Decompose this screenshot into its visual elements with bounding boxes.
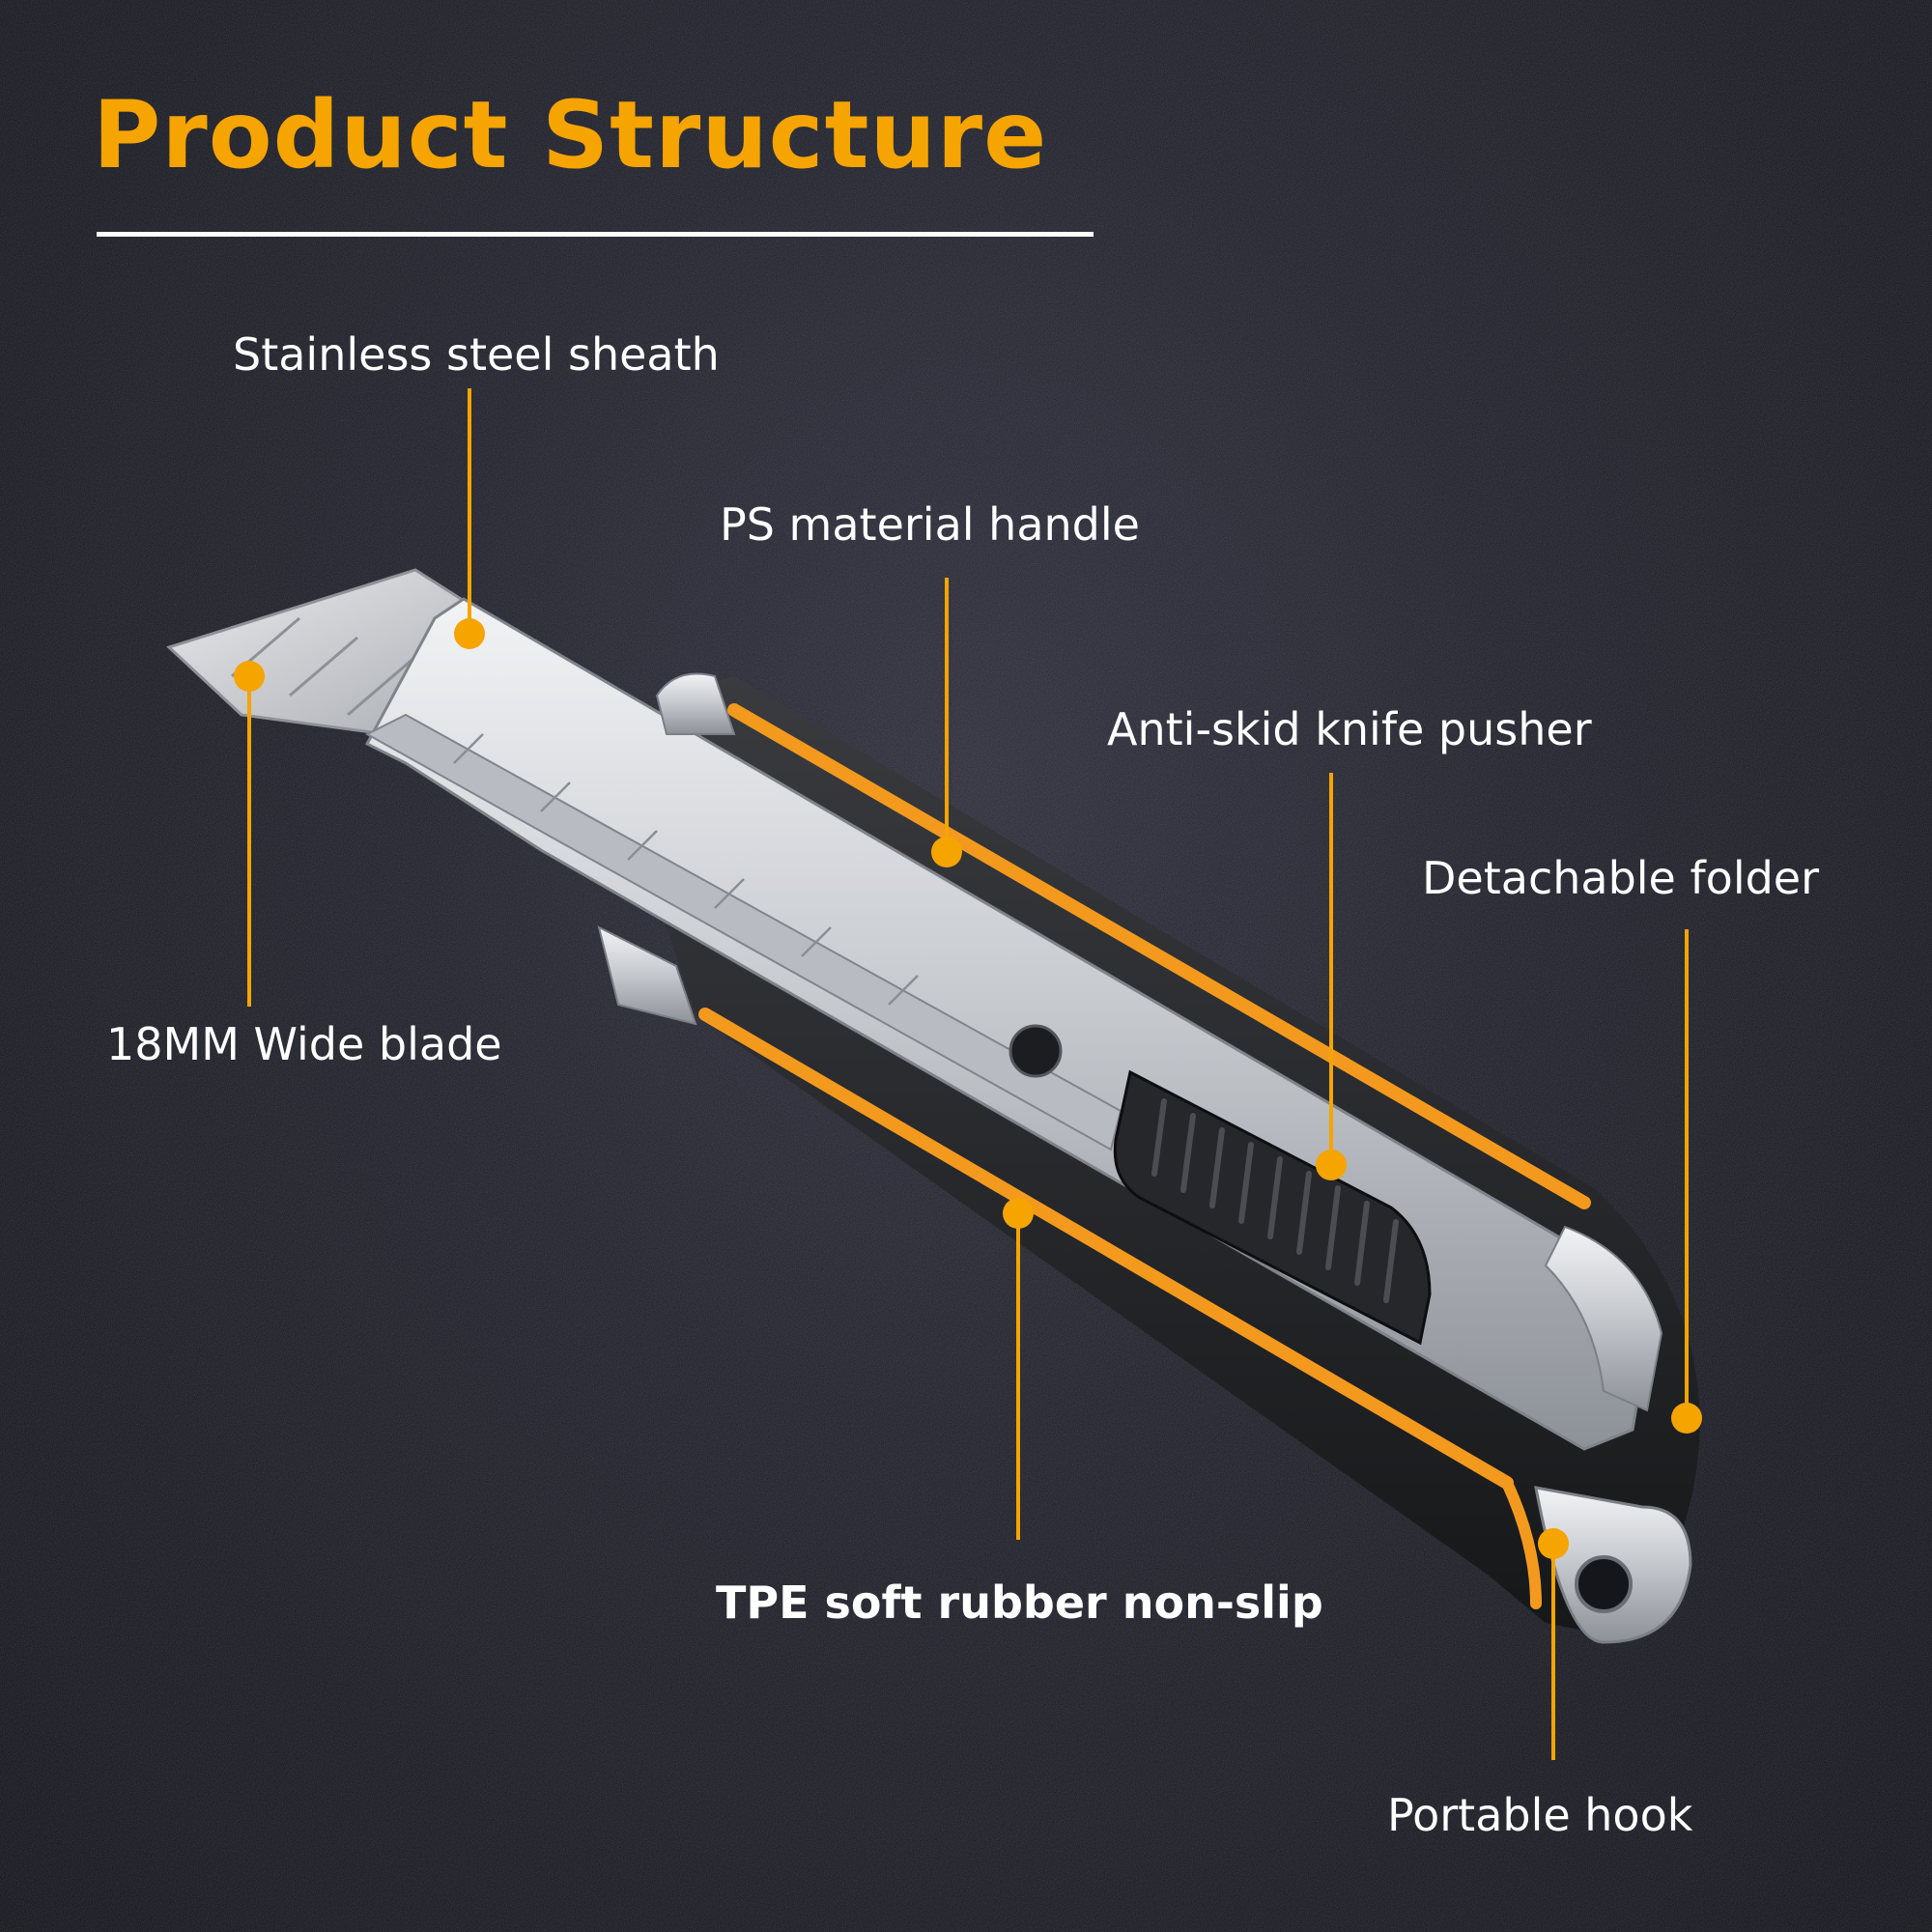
orange-accent-stripes — [698, 703, 1591, 1609]
front-clip-bottom — [597, 925, 697, 1026]
title-underline — [97, 232, 1094, 237]
marker-handle — [931, 837, 962, 867]
label-ps-material-handle: PS material handle — [720, 498, 1140, 551]
label-anti-skid-knife-pusher: Anti-skid knife pusher — [1107, 703, 1592, 755]
label-18mm-wide-blade: 18MM Wide blade — [106, 1018, 502, 1070]
marker-hook — [1538, 1528, 1569, 1559]
label-stainless-steel-sheath: Stainless steel sheath — [233, 328, 720, 381]
detachable-folder-cap — [1544, 1225, 1663, 1412]
label-portable-hook: Portable hook — [1387, 1789, 1693, 1841]
label-tpe-soft-rubber-non-slip: TPE soft rubber non-slip — [716, 1577, 1323, 1629]
marker-pusher — [1316, 1150, 1347, 1180]
marker-blade — [234, 661, 265, 692]
marker-folder — [1671, 1403, 1702, 1434]
marker-rubber — [1003, 1198, 1034, 1229]
front-clip-top — [655, 672, 736, 735]
page-title: Product Structure — [93, 81, 1048, 189]
marker-sheath — [454, 618, 485, 649]
portable-hook — [1534, 1486, 1692, 1644]
anti-skid-pusher — [1113, 1069, 1432, 1346]
rivet — [1009, 1024, 1063, 1078]
label-detachable-folder: Detachable folder — [1422, 852, 1820, 904]
